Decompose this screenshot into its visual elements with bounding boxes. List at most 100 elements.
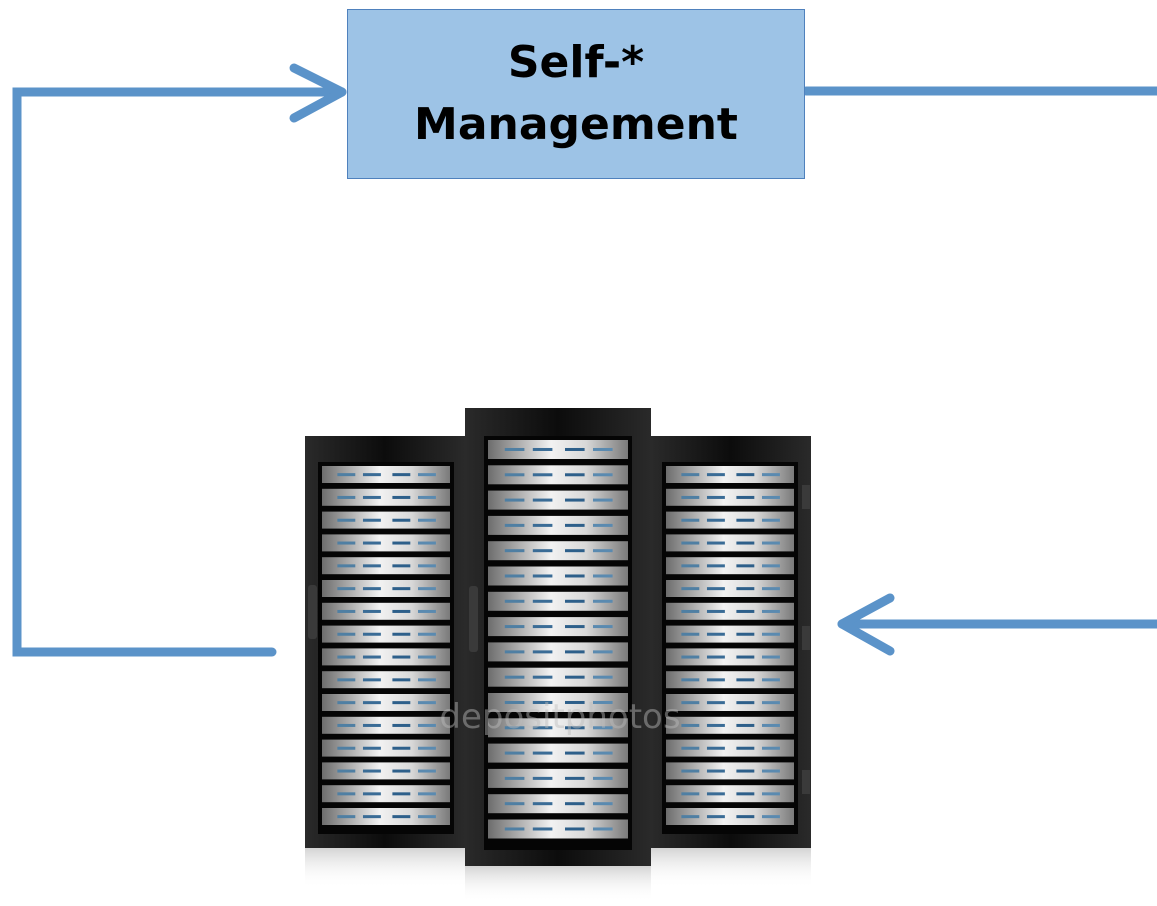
server-unit	[322, 648, 450, 666]
server-unit-light	[337, 746, 356, 750]
server-unit-light	[706, 723, 725, 727]
server-unit	[488, 617, 628, 637]
server-unit-light	[532, 473, 553, 477]
server-unit-light	[762, 564, 780, 568]
server-unit-light	[504, 675, 525, 679]
server-unit-light	[681, 541, 700, 545]
server-unit	[666, 694, 794, 711]
server-unit-light	[362, 609, 381, 613]
server-unit-light	[681, 815, 700, 819]
server-unit-light	[593, 827, 613, 831]
server-unit-light	[362, 541, 381, 545]
server-unit	[488, 819, 628, 839]
server-unit-light	[593, 675, 613, 679]
server-unit	[488, 465, 628, 485]
server-unit-light	[418, 541, 436, 545]
server-unit-light	[565, 599, 585, 603]
server-unit-light	[504, 650, 525, 654]
server-unit-light	[565, 802, 585, 806]
server-unit-light	[762, 655, 780, 659]
server-unit-light	[504, 447, 525, 451]
server-unit-light	[706, 609, 725, 613]
server-unit-light	[392, 564, 411, 568]
server-unit-light	[532, 498, 553, 502]
server-unit-light	[337, 815, 356, 819]
box-title-line-2: Management	[414, 99, 738, 150]
server-unit-light	[681, 564, 700, 568]
server-unit-light	[681, 746, 700, 750]
server-unit-light	[504, 827, 525, 831]
server-unit-light	[681, 792, 700, 796]
server-unit	[322, 557, 450, 575]
server-unit-light	[504, 599, 525, 603]
server-unit-light	[532, 751, 553, 755]
server-unit	[322, 580, 450, 597]
server-unit-light	[565, 549, 585, 553]
arrow-right-icon	[289, 63, 347, 123]
feedback-path-left	[12, 87, 347, 657]
server-unit-light	[418, 564, 436, 568]
server-unit-light	[337, 678, 356, 682]
server-unit	[322, 694, 450, 711]
arrow-left-icon	[837, 593, 895, 656]
server-unit-light	[593, 751, 613, 755]
server-unit-light	[392, 792, 411, 796]
server-unit-light	[418, 815, 436, 819]
server-unit-light	[565, 751, 585, 755]
server-unit-light	[681, 495, 700, 499]
server-unit-light	[736, 678, 755, 682]
server-unit-light	[593, 599, 613, 603]
server-unit-light	[565, 574, 585, 578]
server-unit-light	[706, 815, 725, 819]
server-unit-light	[762, 541, 780, 545]
server-unit	[488, 718, 628, 738]
server-unit-light	[762, 723, 780, 727]
server-unit-light	[762, 587, 780, 591]
server-unit	[666, 580, 794, 597]
server-unit	[322, 716, 450, 734]
server-unit-light	[736, 518, 755, 522]
server-unit-light	[565, 498, 585, 502]
server-unit-light	[337, 473, 356, 477]
server-unit	[488, 667, 628, 687]
server-unit-light	[706, 792, 725, 796]
server-unit-light	[392, 518, 411, 522]
server-unit-light	[504, 498, 525, 502]
server-unit-light	[565, 650, 585, 654]
server-unit-light	[392, 541, 411, 545]
server-unit-light	[337, 632, 356, 636]
server-unit-light	[532, 574, 553, 578]
server-unit-light	[706, 564, 725, 568]
server-unit-light	[593, 447, 613, 451]
watermark-text: depositphotos	[439, 697, 680, 737]
server-unit-light	[392, 678, 411, 682]
server-unit-light	[681, 632, 700, 636]
server-unit-light	[532, 447, 553, 451]
server-unit-light	[762, 769, 780, 773]
server-unit-light	[418, 473, 436, 477]
server-unit-light	[362, 473, 381, 477]
server-unit-light	[362, 746, 381, 750]
rack-left	[305, 436, 465, 848]
server-unit-light	[337, 769, 356, 773]
server-unit-light	[504, 802, 525, 806]
server-unit-light	[504, 523, 525, 527]
server-unit-light	[418, 769, 436, 773]
server-unit-light	[593, 726, 613, 730]
server-unit-light	[392, 632, 411, 636]
server-unit	[322, 488, 450, 506]
server-unit-light	[532, 523, 553, 527]
server-unit	[322, 762, 450, 780]
server-unit-light	[565, 776, 585, 780]
server-unit-light	[593, 776, 613, 780]
server-unit-light	[392, 815, 411, 819]
server-unit-light	[362, 564, 381, 568]
server-unit	[666, 762, 794, 780]
server-unit-light	[362, 701, 381, 705]
server-unit-light	[736, 746, 755, 750]
server-unit-light	[593, 574, 613, 578]
server-unit-light	[532, 625, 553, 629]
server-unit-light	[565, 827, 585, 831]
server-unit-light	[736, 473, 755, 477]
